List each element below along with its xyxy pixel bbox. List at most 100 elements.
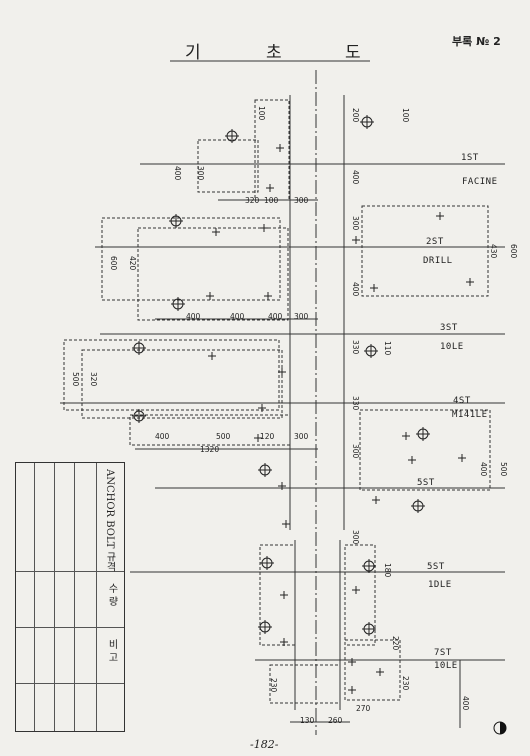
bolt-circle [416,427,430,441]
dim-label: 500 [216,432,231,441]
bolt-position-mark [266,184,274,192]
dim-label: 330 [351,340,360,355]
dim-label: 500 [499,462,508,477]
dim-label: 300 [351,216,360,231]
bolt-position-mark [254,434,262,442]
north-arrow-icon [493,721,507,735]
appendix-label: 부록 № 2 [452,35,501,48]
station-machine: FACINE [462,177,498,187]
dim-label: 130 [300,716,315,725]
dim-label: 300 [294,432,309,441]
bolt-position-mark [260,224,268,232]
dim-label: 270 [356,704,371,713]
bolt-circle [258,620,272,634]
bolt-circle [171,297,185,311]
dim-label: 400 [173,166,182,181]
title-char-1: 기 [185,43,203,63]
bolt-position-mark [348,686,356,694]
dim-label: 300 [351,530,360,545]
station-label: 4ST [453,396,471,406]
dim-label: 300 [196,166,205,181]
bolt-position-mark [212,228,220,236]
station-label: 5ST [417,478,435,488]
station-machine: M141LE [452,410,488,420]
table-col-quantity: 수 량 [106,583,117,607]
anchor-bolt-table: ANCHOR BOLT 규격 수 량 비 고 [15,462,125,732]
bolt-position-mark [264,292,272,300]
bolt-position-mark [276,144,284,152]
station-machine: DRILL [423,256,453,266]
dim-label: 230 [401,676,410,691]
dim-label: 300 [294,312,309,321]
bolt-circle [260,556,274,570]
dim-label: 420 [128,256,137,271]
dim-label: 100 [257,106,266,121]
station-label: 2ST [426,237,444,247]
bolt-position-mark [436,212,444,220]
bolt-position-mark [278,368,286,376]
bolt-position-mark [208,352,216,360]
bolt-position-mark [372,496,380,504]
bolt-position-mark [370,284,378,292]
dim-label: 180 [383,563,392,578]
dim-label: 500 [71,372,80,387]
dim-label: 400 [186,312,201,321]
bolt-circle [360,115,374,129]
dim-label: 330 [351,396,360,411]
station-machine: 10LE [434,661,458,671]
dim-label: 100 [264,196,279,205]
bolt-position-mark [402,432,410,440]
dim-label: 300 [294,196,309,205]
bolt-circle [225,129,239,143]
station-machine: 10LE [440,342,464,352]
bolt-circle [169,214,183,228]
dim-label: 200 [351,108,360,123]
bolt-position-mark [376,668,384,676]
bolt-circle [362,559,376,573]
station-label: 1ST [461,153,479,163]
title-char-3: 도 [345,43,363,63]
bolt-position-mark [278,482,286,490]
dim-label: 120 [260,432,275,441]
bolt-position-mark [258,404,266,412]
bolt-position-mark [352,236,360,244]
bolt-position-mark [458,454,466,462]
table-title: ANCHOR BOLT 규격 [104,469,115,572]
dim-label: 1320 [200,445,220,454]
bolt-circle [132,341,146,355]
station-label: 5ST [427,562,445,572]
title-char-2: 초 [266,43,284,63]
dim-label: 430 [489,244,498,259]
station-label: 3ST [440,323,458,333]
bolt-circle [132,409,146,423]
bolt-circle [362,622,376,636]
dim-label: 400 [461,696,470,711]
dim-label: 400 [155,432,170,441]
dim-label: 220 [391,636,400,651]
dim-label: 400 [479,462,488,477]
dim-label: 100 [401,108,410,123]
bolt-position-mark [282,520,290,528]
dim-label: 600 [509,244,518,259]
bolt-position-mark [352,586,360,594]
station-machine: 1DLE [428,580,452,590]
dim-label: 110 [383,341,392,356]
bolt-circle [411,499,425,513]
dim-label: 400 [268,312,283,321]
dim-label: 260 [328,716,343,725]
bolt-position-mark [280,638,288,646]
bolt-position-mark [206,292,214,300]
bolt-circle [258,463,272,477]
bolt-position-mark [280,591,288,599]
dim-label: 320 [245,196,260,205]
dim-label: 400 [351,170,360,185]
dim-label: 400 [351,282,360,297]
dim-label: 400 [230,312,245,321]
station-label: 7ST [434,648,452,658]
dim-label: 230 [269,678,278,693]
dim-label: 320 [89,372,98,387]
bolt-position-mark [348,658,356,666]
dim-label: 600 [109,256,118,271]
bolt-circle [364,344,378,358]
